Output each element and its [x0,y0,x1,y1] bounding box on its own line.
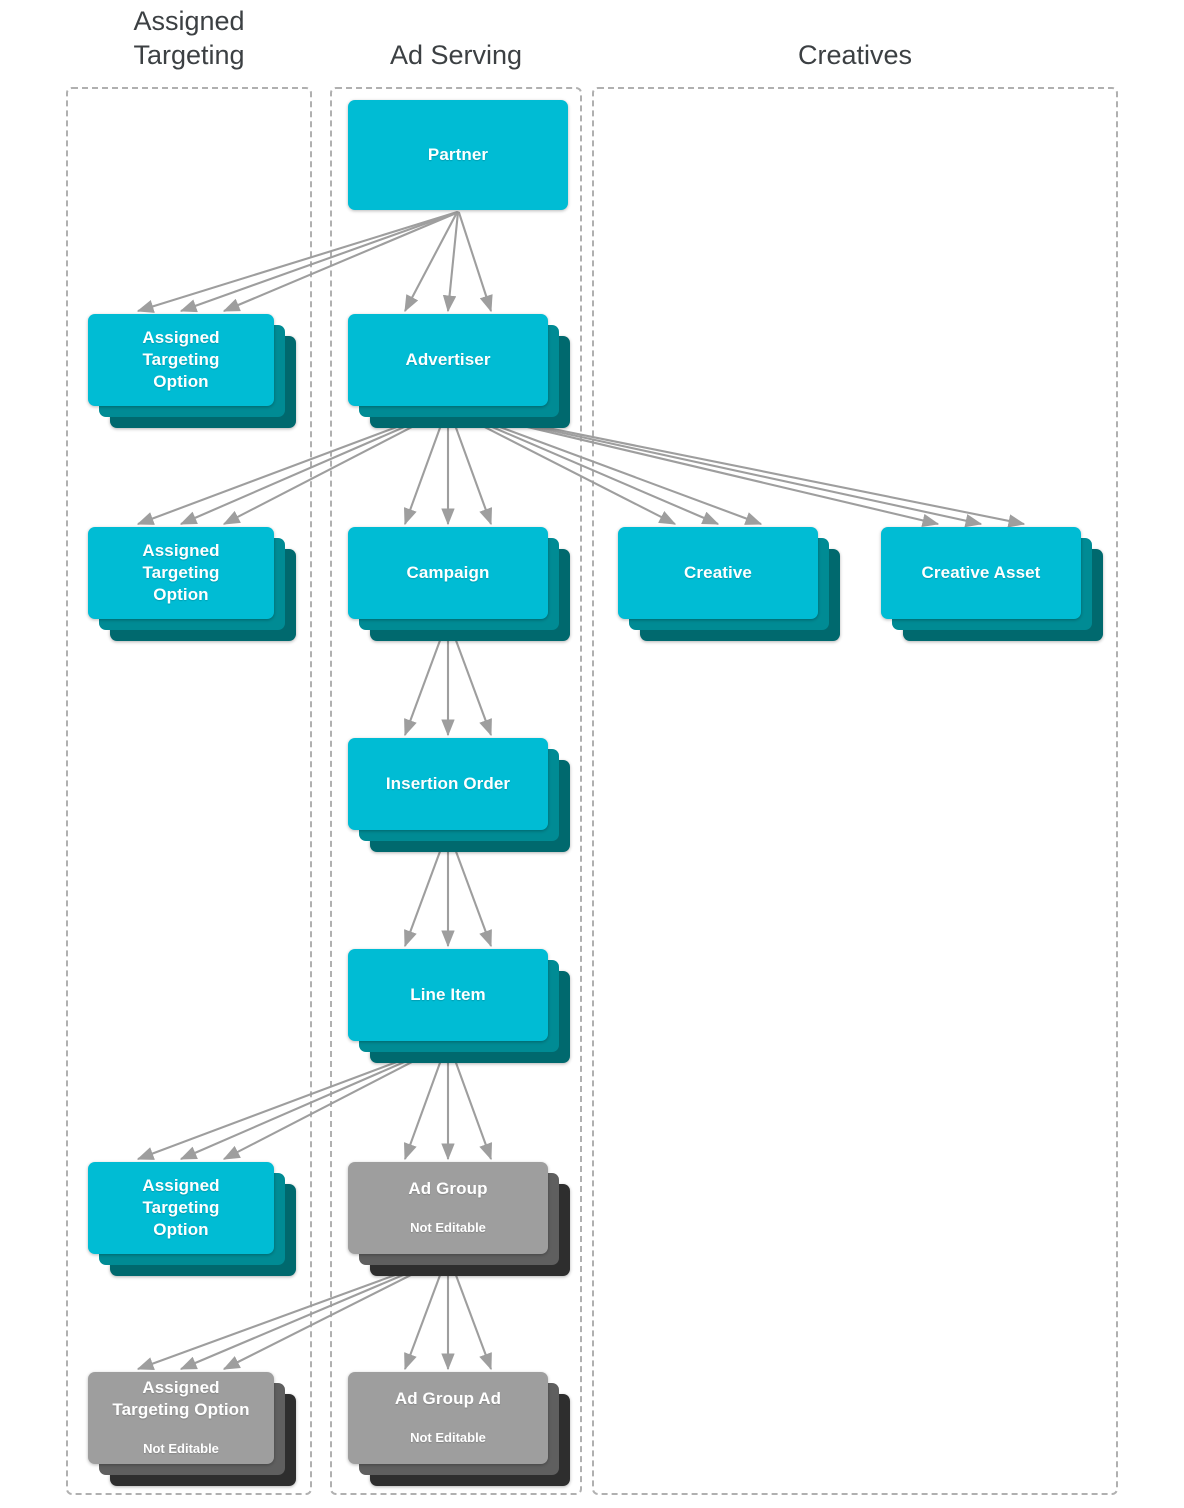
node-advertiser[interactable]: Advertiser [348,314,570,428]
node-sublabel-ad-group: Not Editable [410,1220,486,1235]
node-label-ato-1: Assigned Targeting Option [142,328,220,391]
node-face-advertiser[interactable]: Advertiser [348,314,548,406]
node-face-ato-3[interactable]: Assigned Targeting Option [88,1162,274,1254]
node-ato-3[interactable]: Assigned Targeting Option [88,1162,296,1276]
node-label-partner: Partner [427,145,489,164]
group-box-assigned-targeting [66,87,312,1495]
node-label-creative: Creative [684,563,752,582]
node-label-ato-4: Assigned Targeting Option [112,1378,250,1419]
node-face-creative[interactable]: Creative [618,527,818,619]
node-ato-1[interactable]: Assigned Targeting Option [88,314,296,428]
node-face-ato-1[interactable]: Assigned Targeting Option [88,314,274,406]
node-face-creative-asset[interactable]: Creative Asset [881,527,1081,619]
node-campaign[interactable]: Campaign [348,527,570,641]
node-face-insertion-order[interactable]: Insertion Order [348,738,548,830]
node-label-line-item: Line Item [410,985,486,1004]
node-label-campaign: Campaign [406,563,490,582]
node-face-ad-group-ad[interactable]: Ad Group Ad Not Editable [348,1372,548,1464]
group-title-creatives: Creatives [797,40,913,70]
group-title-ad-serving: Ad Serving [389,40,523,70]
node-label-ato-2: Assigned Targeting Option [142,541,220,604]
node-creative[interactable]: Creative [618,527,840,641]
node-ad-group-ad[interactable]: Ad Group Ad Not Editable [348,1372,570,1486]
node-face-campaign[interactable]: Campaign [348,527,548,619]
node-label-ato-3: Assigned Targeting Option [142,1176,220,1239]
node-sublabel-ato-4: Not Editable [143,1441,219,1456]
node-creative-asset[interactable]: Creative Asset [881,527,1103,641]
group-box-ad-serving [330,87,582,1495]
node-face-partner[interactable]: Partner [348,100,568,210]
node-label-creative-asset: Creative Asset [921,563,1041,582]
node-label-ad-group: Ad Group [408,1179,488,1198]
node-sublabel-ad-group-ad: Not Editable [410,1430,486,1445]
node-partner[interactable]: Partner [348,100,568,210]
node-face-line-item[interactable]: Line Item [348,949,548,1041]
node-label-ad-group-ad: Ad Group Ad [394,1389,502,1408]
node-face-ato-2[interactable]: Assigned Targeting Option [88,527,274,619]
node-ato-2[interactable]: Assigned Targeting Option [88,527,296,641]
node-label-advertiser: Advertiser [405,350,491,369]
node-insertion-order[interactable]: Insertion Order [348,738,570,852]
node-label-insertion-order: Insertion Order [385,774,511,793]
group-title-assigned-targeting: Assigned Targeting [133,6,245,70]
node-line-item[interactable]: Line Item [348,949,570,1063]
group-box-creatives [592,87,1118,1495]
